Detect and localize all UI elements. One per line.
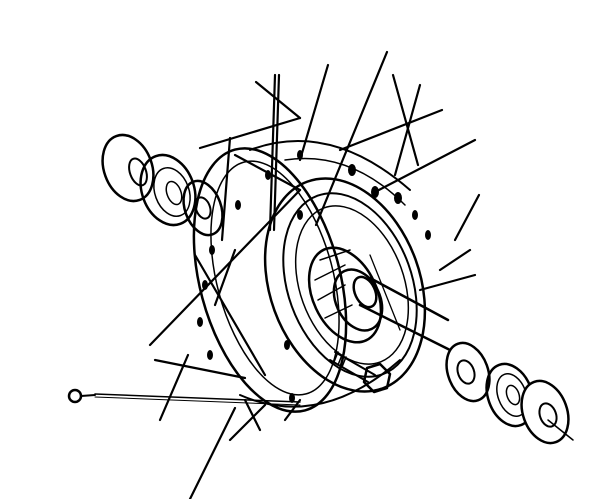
right-dust-seal [520, 379, 574, 445]
bolt [329, 351, 392, 394]
hub-shell [192, 140, 431, 413]
spokes [148, 50, 481, 499]
left-dust-seal [101, 133, 155, 203]
axle-tube [352, 275, 452, 352]
left-spacer-washer [182, 179, 224, 237]
right-spacer-washer [445, 341, 491, 403]
loose-spoke [67, 388, 301, 406]
